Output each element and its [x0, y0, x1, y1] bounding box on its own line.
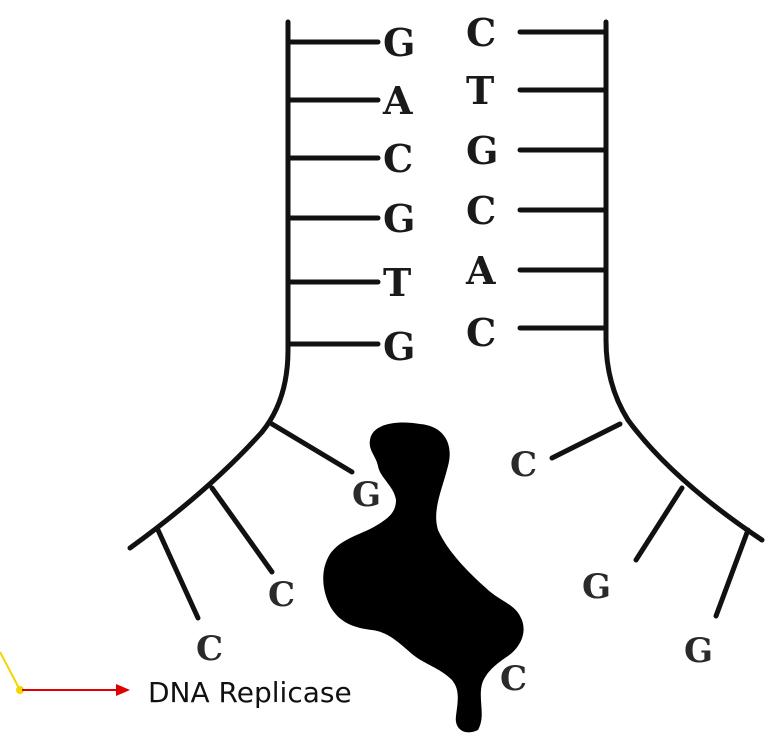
- left-base: C: [383, 136, 413, 181]
- right-fork-base: G: [684, 631, 713, 671]
- red-arrow-head: [116, 684, 130, 696]
- right-fork-branch: [636, 488, 682, 560]
- right-base: C: [466, 310, 496, 355]
- right-fork-branch: [716, 530, 748, 616]
- right-fork-base: C: [510, 445, 537, 485]
- right-base: T: [466, 68, 494, 113]
- enzyme-adjacent-base: C: [500, 659, 527, 699]
- left-fork-base: G: [352, 475, 381, 515]
- left-fork-branch: [158, 530, 198, 618]
- left-base: T: [383, 260, 411, 305]
- yellow-pointer-line: [0, 652, 20, 690]
- right-backbone: [606, 22, 628, 420]
- left-base: G: [383, 20, 415, 65]
- right-fork-branch: [552, 424, 620, 458]
- left-fork-branch: [272, 424, 352, 472]
- right-base: C: [466, 10, 496, 55]
- dna-replicase-enzyme: [323, 423, 523, 733]
- right-fork-backbone: [628, 420, 762, 540]
- right-base: G: [466, 128, 498, 173]
- right-fork-base: G: [582, 567, 611, 607]
- left-fork-base: C: [196, 629, 223, 669]
- left-base: A: [382, 78, 413, 123]
- left-base: G: [383, 324, 415, 369]
- right-base: A: [465, 248, 496, 293]
- dna-replicase-label: DNA Replicase: [148, 676, 352, 709]
- right-base: C: [466, 188, 496, 233]
- left-fork-branch: [212, 488, 272, 572]
- left-backbone: [262, 22, 288, 432]
- left-fork-base: C: [268, 575, 295, 615]
- left-base: G: [383, 196, 415, 241]
